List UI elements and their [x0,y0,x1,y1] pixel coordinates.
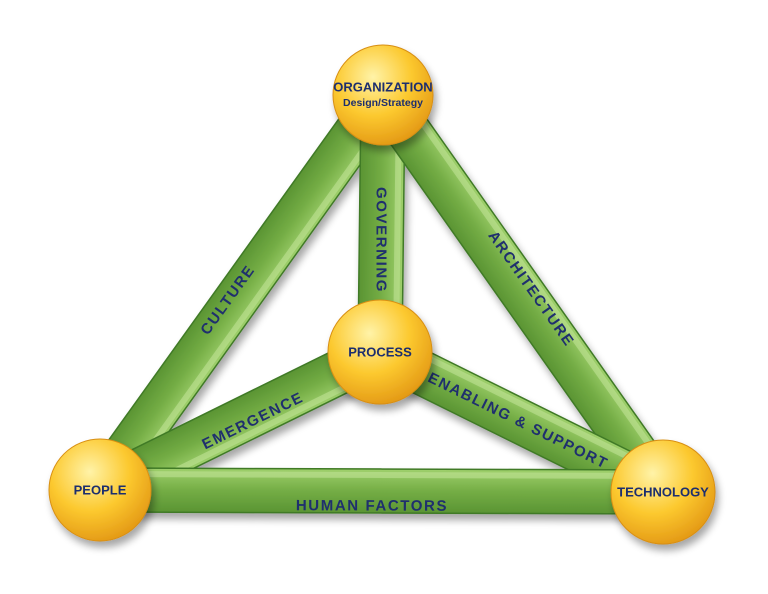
connector-highlight-culture [110,102,399,502]
connector-highlight-governing [392,95,402,353]
node-title-organization: ORGANIZATION [333,80,432,95]
node-subtitle-organization: Design/Strategy [343,97,423,109]
node-circle-people [48,438,152,542]
connector-highlight-enabling [385,334,672,481]
node-title-technology: TECHNOLOGY [617,485,709,500]
node-title-people: PEOPLE [74,483,127,498]
connector-highlight-human-factors [100,471,664,480]
node-technology: TECHNOLOGY [610,439,716,545]
label-governing: GOVERNING [373,187,390,293]
node-circle-process [327,299,433,405]
connector-highlight-architecture [393,84,679,485]
node-circle-technology [610,439,716,545]
node-title-process: PROCESS [348,345,412,360]
label-human-factors: HUMAN FACTORS [296,497,448,515]
node-people: PEOPLE [48,438,152,542]
node-circle-organization [332,44,434,146]
node-process: PROCESS [327,299,433,405]
node-organization: ORGANIZATION Design/Strategy [332,44,434,146]
